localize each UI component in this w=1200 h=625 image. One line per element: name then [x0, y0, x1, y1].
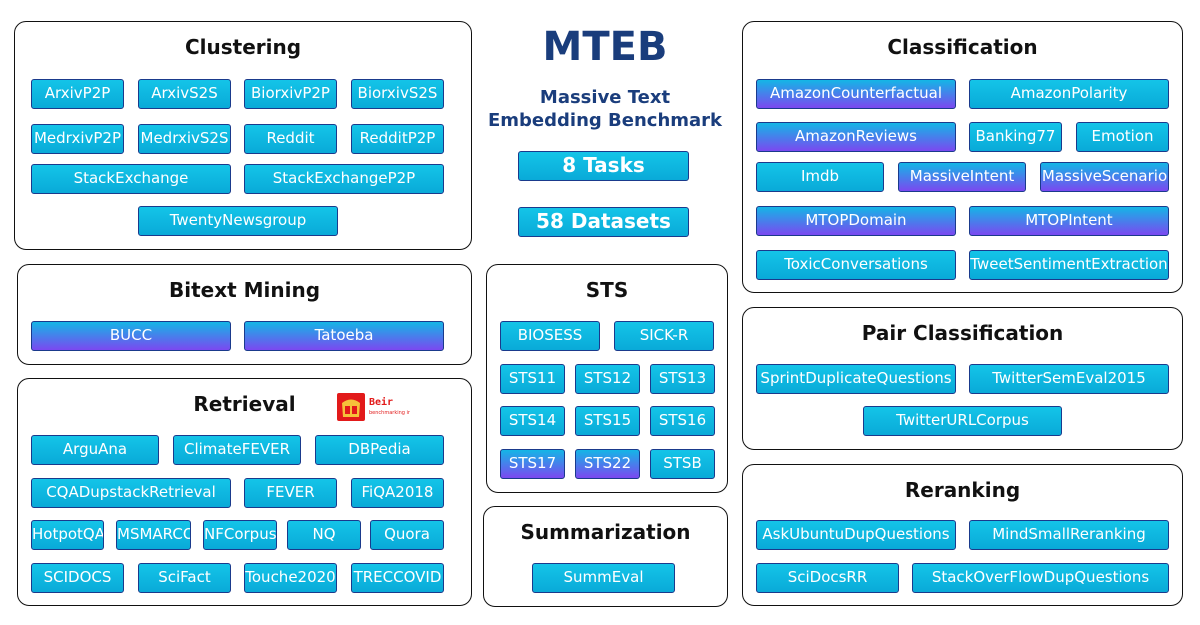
summarization-title: Summarization [520, 520, 691, 544]
dataset-imdb: Imdb [756, 162, 884, 192]
dataset-biorxivp2p: BiorxivP2P [244, 79, 337, 109]
mteb-subtitle-line1: Massive Text [539, 87, 671, 108]
dataset-sts11: STS11 [500, 364, 565, 394]
dataset-sts17: STS17 [500, 449, 565, 479]
tasks-count-badge: 8 Tasks [518, 151, 689, 181]
dataset-dbpedia: DBPedia [315, 435, 444, 465]
dataset-massivescenario: MassiveScenario [1040, 162, 1169, 192]
reranking-title: Reranking [904, 478, 1021, 502]
dataset-biosess: BIOSESS [500, 321, 600, 351]
dataset-askubuntudupquestions: AskUbuntuDupQuestions [756, 520, 956, 550]
dataset-massiveintent: MassiveIntent [898, 162, 1026, 192]
dataset-touche2020: Touche2020 [244, 563, 337, 593]
dataset-medrxivs2s: MedrxivS2S [138, 124, 231, 154]
dataset-medrxivp2p: MedrxivP2P [31, 124, 124, 154]
dataset-tweetsentimentextraction: TweetSentimentExtraction [969, 250, 1169, 280]
dataset-banking77: Banking77 [969, 122, 1062, 152]
dataset-biorxivs2s: BiorxivS2S [351, 79, 444, 109]
dataset-mtopintent: MTOPIntent [969, 206, 1169, 236]
dataset-mtopdomain: MTOPDomain [756, 206, 956, 236]
dataset-sts22: STS22 [575, 449, 640, 479]
dataset-bucc: BUCC [31, 321, 231, 351]
dataset-climatefever: ClimateFEVER [173, 435, 301, 465]
dataset-scifact: SciFact [138, 563, 231, 593]
dataset-stackexchange: StackExchange [31, 164, 231, 194]
dataset-summeval: SummEval [532, 563, 675, 593]
dataset-twentynewsgroup: TwentyNewsgroup [138, 206, 338, 236]
dataset-sprintduplicatequestions: SprintDuplicateQuestions [756, 364, 956, 394]
dataset-twitterurlcorpus: TwitterURLCorpus [863, 406, 1062, 436]
dataset-scidocsrr: SciDocsRR [756, 563, 899, 593]
dataset-arguana: ArguAna [31, 435, 159, 465]
dataset-cqadupstackretrieval: CQADupstackRetrieval [31, 478, 231, 508]
dataset-nfcorpus: NFCorpus [203, 520, 277, 550]
dataset-nq: NQ [287, 520, 361, 550]
dataset-mindsmallreranking: MindSmallReranking [969, 520, 1169, 550]
dataset-stackoverflowdupquestions: StackOverFlowDupQuestions [912, 563, 1169, 593]
dataset-quora: Quora [370, 520, 444, 550]
sts-title: STS [585, 278, 629, 302]
mteb-subtitle: Massive Text Embedding Benchmark [470, 86, 740, 132]
dataset-stsb: STSB [650, 449, 715, 479]
dataset-fiqa2018: FiQA2018 [351, 478, 444, 508]
mteb-title: MTEB [542, 24, 668, 70]
dataset-toxicconversations: ToxicConversations [756, 250, 956, 280]
bitext-mining-title: Bitext Mining [168, 278, 321, 302]
dataset-arxivs2s: ArxivS2S [138, 79, 231, 109]
dataset-sts14: STS14 [500, 406, 565, 436]
summarization-panel: Summarization [483, 506, 728, 607]
dataset-fever: FEVER [244, 478, 337, 508]
dataset-stackexchangep2p: StackExchangeP2P [244, 164, 444, 194]
dataset-sick-r: SICK-R [614, 321, 714, 351]
dataset-amazonreviews: AmazonReviews [756, 122, 956, 152]
retrieval-title: Retrieval [193, 392, 296, 416]
dataset-redditp2p: RedditP2P [351, 124, 444, 154]
dataset-scidocs: SCIDOCS [31, 563, 124, 593]
pair-classification-title: Pair Classification [861, 321, 1064, 345]
dataset-treccovid: TRECCOVID [351, 563, 444, 593]
dataset-sts15: STS15 [575, 406, 640, 436]
datasets-count-badge: 58 Datasets [518, 207, 689, 237]
classification-panel: Classification [742, 21, 1183, 293]
dataset-hotpotqa: HotpotQA [31, 520, 104, 550]
dataset-arxivp2p: ArxivP2P [31, 79, 124, 109]
mteb-subtitle-line2: Embedding Benchmark [487, 110, 723, 131]
dataset-amazonpolarity: AmazonPolarity [969, 79, 1169, 109]
dataset-amazoncounterfactual: AmazonCounterfactual [756, 79, 956, 109]
beir-logo [337, 393, 365, 421]
dataset-sts13: STS13 [650, 364, 715, 394]
dataset-tatoeba: Tatoeba [244, 321, 444, 351]
dataset-reddit: Reddit [244, 124, 337, 154]
clustering-title: Clustering [184, 35, 302, 59]
classification-title: Classification [887, 35, 1038, 59]
beir-name: Beir [369, 397, 394, 408]
dataset-sts12: STS12 [575, 364, 640, 394]
dataset-emotion: Emotion [1076, 122, 1169, 152]
dataset-sts16: STS16 [650, 406, 715, 436]
dataset-twittersemeval2015: TwitterSemEval2015 [969, 364, 1169, 394]
dataset-msmarco: MSMARCO [116, 520, 191, 550]
beir-tagline: benchmarking ir [369, 410, 410, 416]
